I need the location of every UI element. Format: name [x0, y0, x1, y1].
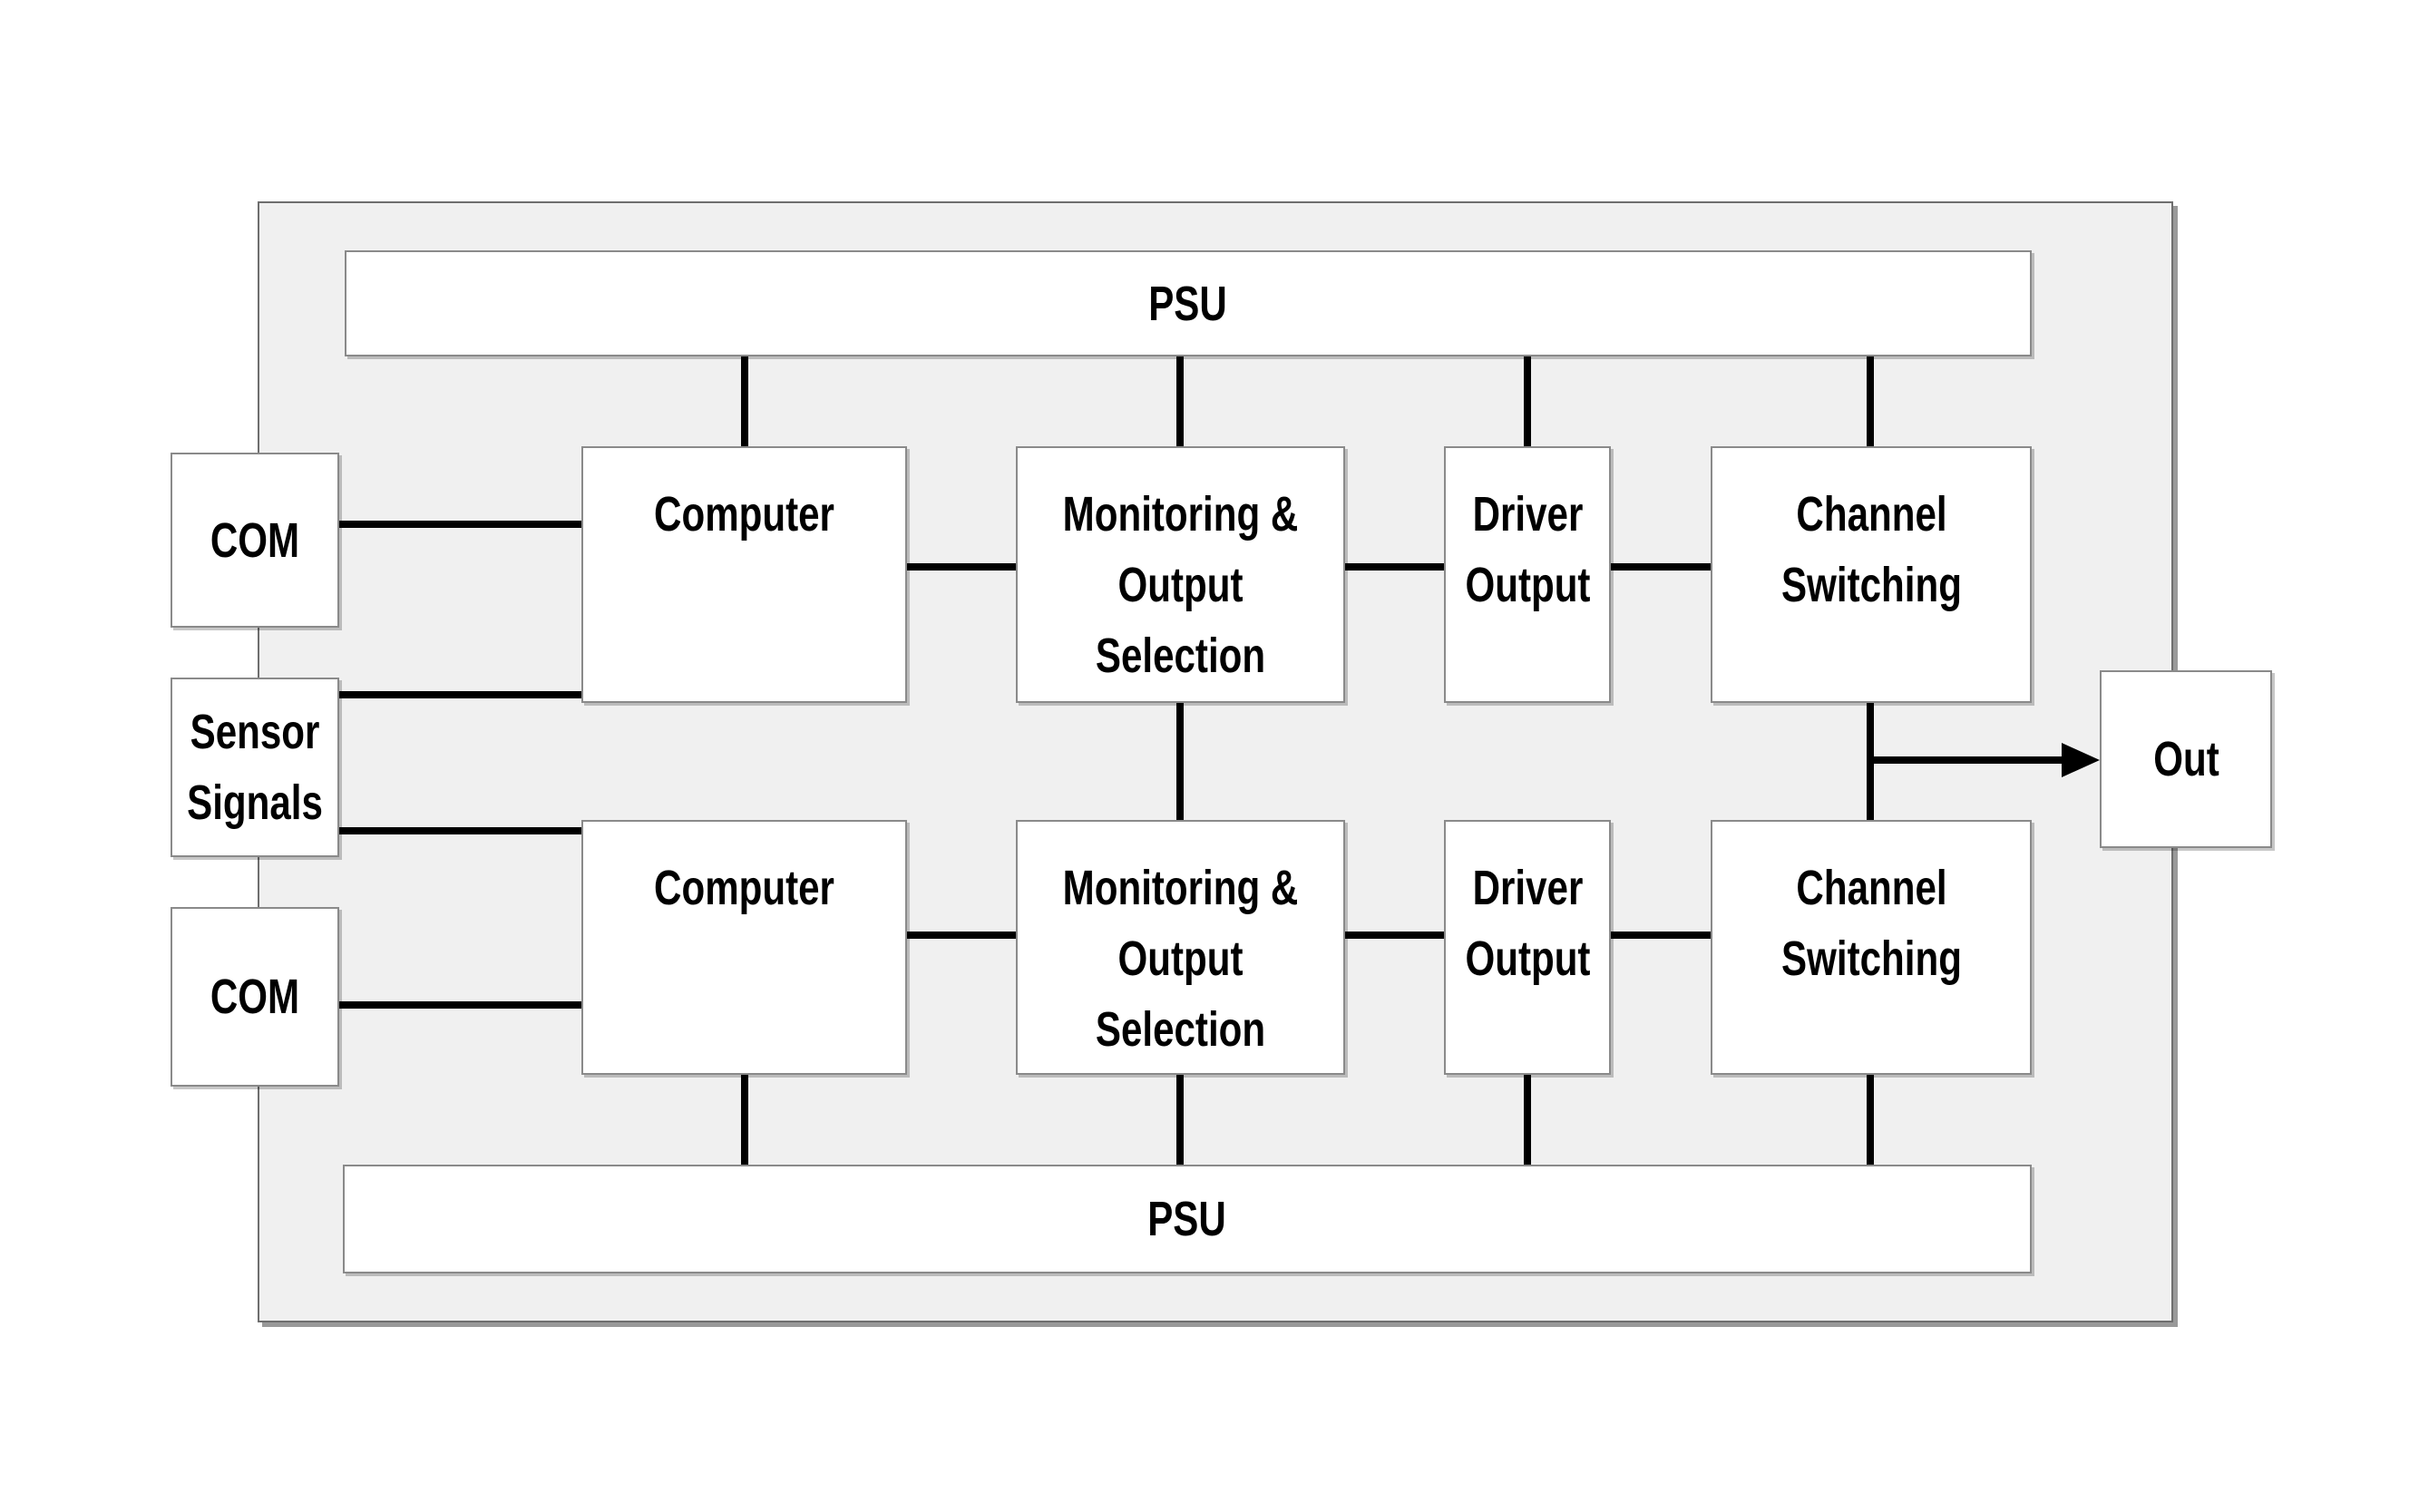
computer-1-node: Computer [581, 446, 907, 703]
connector-psutop-channel1 [1867, 356, 1874, 446]
psu-bottom-label: PSU [1147, 1192, 1227, 1246]
computer-1-label: Computer [654, 487, 834, 541]
connector-driver2-psubottom [1524, 1075, 1531, 1165]
connector-monitoring1-monitoring2 [1176, 703, 1184, 820]
connector-psutop-monitoring1 [1176, 356, 1184, 446]
connector-psutop-computer1 [741, 356, 748, 446]
connector-channel2-psubottom [1867, 1075, 1874, 1165]
sensor-signals-node: Sensor Signals [171, 678, 339, 857]
com-2-node: COM [171, 907, 339, 1087]
channel-switching-2-node: Channel Switching [1711, 820, 2032, 1075]
connector-driver2-channel2 [1611, 932, 1711, 939]
connector-com1-computer1 [339, 521, 581, 528]
driver-output-2-label: Driver Output [1464, 861, 1591, 986]
psu-bottom-node: PSU [343, 1165, 2032, 1273]
connector-channel-out [1870, 756, 2062, 764]
computer-2-label: Computer [654, 861, 834, 915]
psu-top-node: PSU [345, 250, 2032, 356]
monitoring-1-label: Monitoring & Output Selection [1062, 487, 1299, 683]
driver-output-1-label: Driver Output [1464, 487, 1591, 612]
com-1-label: COM [210, 512, 300, 568]
connector-computer2-psubottom [741, 1075, 748, 1165]
out-label: Out [2152, 732, 2219, 786]
connector-monitoring2-driver2 [1345, 932, 1444, 939]
psu-top-label: PSU [1148, 276, 1228, 331]
connector-computer1-monitoring1 [907, 563, 1016, 571]
connector-computer2-monitoring2 [907, 932, 1016, 939]
connector-psutop-driver1 [1524, 356, 1531, 446]
computer-2-node: Computer [581, 820, 907, 1075]
com-1-node: COM [171, 453, 339, 628]
system-enclosure [258, 201, 2173, 1322]
connector-sensor-computer1 [339, 691, 581, 698]
out-node: Out [2100, 670, 2272, 848]
connector-sensor-computer2 [339, 827, 581, 834]
arrowhead-out [2062, 743, 2100, 777]
driver-output-1-node: Driver Output [1444, 446, 1611, 703]
connector-monitoring2-psubottom [1176, 1075, 1184, 1165]
monitoring-1-node: Monitoring & Output Selection [1016, 446, 1345, 703]
channel-switching-1-label: Channel Switching [1780, 487, 1962, 612]
com-2-label: COM [210, 970, 300, 1024]
channel-switching-2-label: Channel Switching [1780, 861, 1962, 986]
driver-output-2-node: Driver Output [1444, 820, 1611, 1075]
channel-switching-1-node: Channel Switching [1711, 446, 2032, 703]
sensor-signals-label: Sensor Signals [187, 705, 323, 830]
monitoring-2-node: Monitoring & Output Selection [1016, 820, 1345, 1075]
connector-com2-computer2 [339, 1001, 581, 1009]
connector-driver1-channel1 [1611, 563, 1711, 571]
connector-monitoring1-driver1 [1345, 563, 1444, 571]
monitoring-2-label: Monitoring & Output Selection [1062, 861, 1299, 1057]
